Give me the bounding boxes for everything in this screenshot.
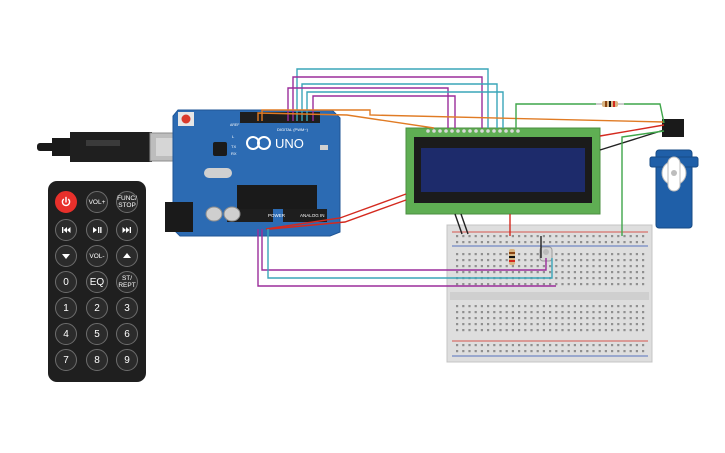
remote-button-label: VOL+ (88, 198, 106, 206)
remote-button-digit-1[interactable]: 1 (55, 297, 77, 319)
remote-button-vol-down[interactable]: VOL- (86, 245, 108, 267)
remote-button-down[interactable] (55, 245, 77, 267)
wire-orange-2 (257, 112, 435, 129)
wire-red-arduino-1 (265, 193, 407, 230)
power-icon (60, 196, 72, 208)
arrow-up-icon (121, 250, 133, 262)
arduino-uno-logo: UNO (275, 136, 304, 151)
remote-button-play-pause[interactable] (86, 219, 108, 241)
remote-button-label: VOL- (89, 252, 105, 260)
resistor-top (596, 101, 624, 107)
remote-button-digit-8[interactable]: 8 (86, 349, 108, 371)
usb-cable (37, 132, 195, 162)
skip-back-icon (60, 224, 72, 236)
play-pause-icon (91, 224, 103, 236)
remote-button-func-stop[interactable]: FUNC/ STOP (116, 191, 138, 213)
remote-button-label: 8 (94, 354, 100, 366)
remote-button-power[interactable] (55, 191, 77, 213)
wire-green-signal (515, 103, 596, 128)
wire-red-arduino-2 (269, 199, 407, 230)
remote-button-label: FUNC/ STOP (117, 195, 137, 209)
remote-button-label: 0 (63, 276, 69, 288)
remote-button-digit-7[interactable]: 7 (55, 349, 77, 371)
remote-button-prev[interactable] (55, 219, 77, 241)
wires (257, 68, 665, 287)
wire-cyan-arduino (267, 229, 553, 279)
wire-purple-1 (292, 76, 483, 128)
remote-button-digit-3[interactable]: 3 (116, 297, 138, 319)
lcd-header-pins (426, 129, 520, 133)
arduino-analog-label: ANALOG IN (300, 213, 325, 218)
wire-cyan-2 (301, 83, 498, 128)
wire-purple-2 (287, 87, 449, 128)
remote-button-eq[interactable]: EQ (86, 271, 108, 293)
remote-button-label: 4 (63, 328, 69, 340)
remote-button-digit-6[interactable]: 6 (116, 323, 138, 345)
arduino-tx-label: TX (231, 144, 236, 149)
remote-button-label: EQ (89, 276, 105, 288)
wire-purple-arduino-1 (261, 229, 547, 271)
wire-cyan-3 (306, 91, 504, 128)
servo-motor (649, 119, 699, 229)
remote-button-label: 9 (124, 354, 130, 366)
remote-button-digit-5[interactable]: 5 (86, 323, 108, 345)
wire-purple-3 (312, 95, 456, 128)
remote-button-label: 7 (63, 354, 69, 366)
wire-cyan-1 (296, 68, 489, 128)
arrow-down-icon (60, 250, 72, 262)
arduino-digital-label: DIGITAL (PWM~) (277, 127, 309, 132)
ir-remote: VOL+ FUNC/ STOP VOL- 0 EQ ST/ REPT 1 2 3 4 5 6 7 8 9 (48, 181, 146, 382)
lcd-display (405, 127, 601, 215)
wire-green-bb (621, 130, 665, 236)
remote-button-label: 2 (94, 302, 100, 314)
arduino-l-label: L (232, 134, 235, 139)
wire-black-servo (599, 129, 665, 151)
arduino-aref-label: AREF (230, 123, 239, 127)
resistor-breadboard (509, 249, 515, 265)
remote-button-digit-4[interactable]: 4 (55, 323, 77, 345)
breadboard-holes (456, 235, 645, 353)
remote-button-st-rept[interactable]: ST/ REPT (116, 271, 138, 293)
remote-button-digit-9[interactable]: 9 (116, 349, 138, 371)
remote-button-vol-up[interactable]: VOL+ (86, 191, 108, 213)
wire-green-servo (624, 103, 665, 124)
remote-button-label: 5 (94, 328, 100, 340)
remote-button-label: ST/ REPT (118, 275, 136, 289)
wire-black-lcd (454, 213, 463, 235)
wire-purple-arduino-2 (257, 229, 556, 287)
arduino-rx-label: RX (231, 151, 237, 156)
wire-black-lcd2 (460, 213, 469, 235)
wire-red-servo (599, 124, 665, 137)
remote-button-label: 1 (63, 302, 69, 314)
remote-button-digit-0[interactable]: 0 (55, 271, 77, 293)
breadboard (446, 224, 653, 363)
remote-button-label: 6 (124, 328, 130, 340)
remote-button-up[interactable] (116, 245, 138, 267)
arduino-power-label: POWER (268, 213, 286, 218)
remote-button-next[interactable] (116, 219, 138, 241)
remote-button-label: 3 (124, 302, 130, 314)
remote-button-digit-2[interactable]: 2 (86, 297, 108, 319)
skip-forward-icon (121, 224, 133, 236)
arduino-uno: UNO DIGITAL (PWM~) POWER ANALOG IN TX RX… (165, 109, 341, 237)
